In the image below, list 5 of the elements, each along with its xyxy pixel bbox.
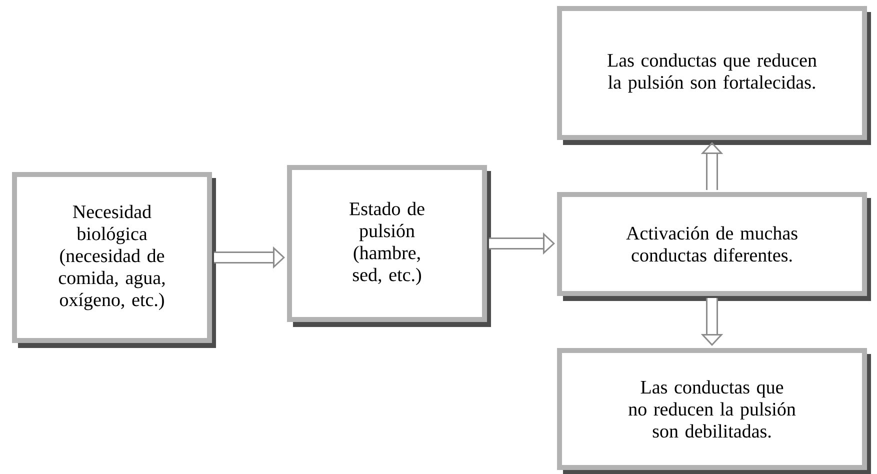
process-box: Necesidad biológica (necesidad de comida, agua, oxígeno, etc.) [12, 172, 216, 348]
process-box: Estado de pulsión (hambre, sed, etc.) [287, 165, 491, 327]
process-box: Activación de muchas conductas diferentes. [557, 192, 872, 301]
process-box: Las conductas que reducen la pulsión son fortalecidas. [557, 6, 872, 145]
process-box: Las conductas que no reducen la pulsión son debilitadas. [557, 348, 872, 474]
